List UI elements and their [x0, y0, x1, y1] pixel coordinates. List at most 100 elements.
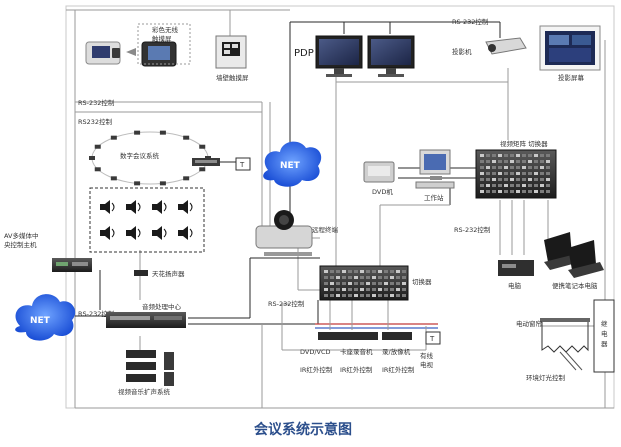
- rack-port: [360, 294, 364, 297]
- speaker-icon: [178, 200, 188, 214]
- light-control-label: 环境灯光控制: [526, 373, 566, 382]
- rack-port: [330, 294, 334, 297]
- rack-port: [486, 166, 490, 169]
- projector: [485, 37, 527, 55]
- rack-port: [330, 270, 334, 273]
- rack-port: [540, 154, 544, 157]
- rack-port: [390, 294, 394, 297]
- rack-port: [516, 190, 520, 193]
- rack-port: [498, 172, 502, 175]
- rack-port: [528, 190, 532, 193]
- rack-port: [372, 270, 376, 273]
- rack-port: [354, 276, 358, 279]
- speaker-icon: [152, 226, 162, 240]
- rs232-left-second-label: RS232控制: [78, 117, 113, 126]
- rack-port: [366, 270, 370, 273]
- speaker-icon: [178, 226, 188, 240]
- speaker-group-box: [89, 187, 205, 253]
- rack-port: [528, 154, 532, 157]
- rack-port: [522, 184, 526, 187]
- rack-port: [522, 172, 526, 175]
- rack-port: [480, 184, 484, 187]
- speaker-icon: [126, 200, 136, 214]
- speaker-array: [100, 200, 193, 240]
- relay-label: 继 电 器: [601, 319, 610, 348]
- rack-port: [402, 288, 406, 291]
- rack-port: [324, 276, 328, 279]
- rack-port: [378, 276, 382, 279]
- rack-port: [492, 160, 496, 163]
- rack-port: [492, 190, 496, 193]
- audio-center-label: 音频处理中心: [142, 302, 182, 311]
- conference-mic: [110, 176, 117, 181]
- cable-tv-label: 有线 电视: [420, 351, 435, 369]
- rack-port: [384, 276, 388, 279]
- rack-port: [522, 178, 526, 181]
- rack-port: [540, 184, 544, 187]
- rs232-right-label: RS-232控制: [454, 225, 491, 234]
- ceiling-speaker: [134, 270, 148, 276]
- computer-label: 电脑: [508, 281, 522, 290]
- rack-port: [492, 178, 496, 181]
- workstation-label: 工作站: [424, 193, 444, 202]
- rack-port: [354, 270, 358, 273]
- rack-port: [384, 294, 388, 297]
- ir-control-3-label: IR红外控制: [382, 365, 415, 374]
- ir-control-2-label: IR红外控制: [340, 365, 373, 374]
- rack-port: [486, 190, 490, 193]
- speaker-wave: [163, 202, 167, 212]
- rack-port: [510, 190, 514, 193]
- rack-port: [378, 288, 382, 291]
- conference-mic: [183, 176, 190, 181]
- power-amp-system-label: 视频音乐扩声系统: [118, 387, 171, 396]
- rack-port: [360, 288, 364, 291]
- tv-receiver-label: 录/放像机: [382, 347, 411, 356]
- rack-port: [384, 288, 388, 291]
- speaker-wave: [189, 202, 193, 212]
- laptop-label: 便携笔记本电脑: [552, 281, 598, 290]
- conference-mic: [134, 181, 141, 186]
- speaker-wave: [111, 228, 115, 238]
- rack-port: [480, 166, 484, 169]
- rs232-center-label: RS-232控制: [268, 299, 305, 308]
- rack-port: [546, 160, 550, 163]
- conference-mic: [159, 181, 166, 186]
- speaker-icon: [100, 200, 110, 214]
- rack-port: [546, 190, 550, 193]
- color-lcd-touch-label: 彩色无线 触摸屏: [152, 25, 180, 43]
- rack-port: [324, 288, 328, 291]
- conference-mic: [199, 144, 206, 149]
- rack-port: [534, 184, 538, 187]
- rack-port: [378, 294, 382, 297]
- rack-port: [486, 154, 490, 157]
- rack-port: [510, 184, 514, 187]
- wall-touch-panel: [215, 35, 247, 69]
- rack-port: [402, 282, 406, 285]
- rack-port: [516, 184, 520, 187]
- rack-port: [516, 154, 520, 157]
- net-cloud-top: NET: [263, 141, 322, 187]
- rack-port: [510, 172, 514, 175]
- rack-port: [480, 160, 484, 163]
- rack-port: [516, 178, 520, 181]
- rack-port: [534, 172, 538, 175]
- conference-mic: [134, 130, 141, 135]
- rack-port: [486, 178, 490, 181]
- rack-port: [546, 178, 550, 181]
- rack-port: [360, 270, 364, 273]
- speaker-wave: [137, 202, 141, 212]
- rs232-bottom-left-label: RS-232控制: [78, 309, 115, 318]
- rack-port: [402, 294, 406, 297]
- rack-port: [540, 166, 544, 169]
- rack-port: [528, 184, 532, 187]
- wiring: [66, 9, 614, 409]
- rack-port: [396, 282, 400, 285]
- switcher-rack: [319, 265, 409, 301]
- rack-port: [360, 276, 364, 279]
- rack-port: [498, 178, 502, 181]
- ir-control-1-label: IR红外控制: [300, 365, 333, 374]
- matrix-switcher-rack: [475, 149, 557, 199]
- rack-port: [402, 270, 406, 273]
- speaker-icon: [100, 226, 110, 240]
